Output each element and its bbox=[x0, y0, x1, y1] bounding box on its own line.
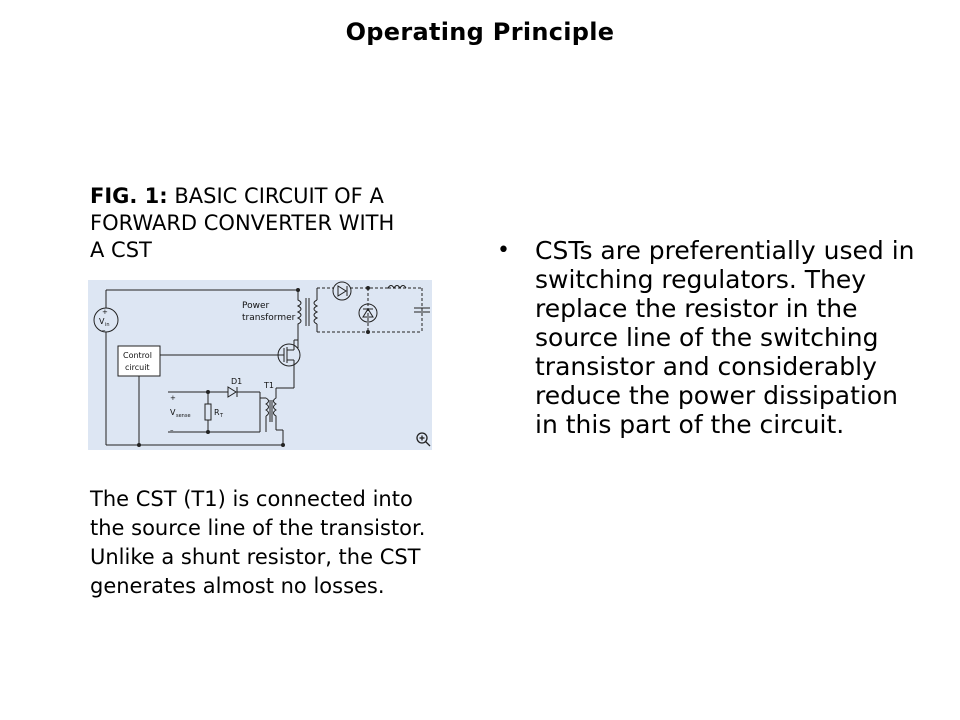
cst-t1 bbox=[273, 388, 277, 430]
resistor-rt bbox=[204, 403, 212, 421]
figure-description: The CST (T1) is connected into the sourc… bbox=[90, 487, 426, 598]
vin-plus: + bbox=[102, 308, 108, 316]
bullet-text: CSTs are preferentially used in switchin… bbox=[535, 236, 915, 439]
bullet-list: • CSTs are preferentially used in switch… bbox=[497, 236, 917, 439]
figure-caption: FIG. 1: BASIC CIRCUIT OF A FORWARD CONVE… bbox=[90, 183, 400, 264]
vsense-label: V bbox=[170, 408, 176, 417]
figure-caption-text: BASIC CIRCUIT OF A FORWARD CONVERTER WIT… bbox=[90, 184, 395, 262]
control-label-1: Control bbox=[123, 351, 152, 360]
figure-label: FIG. 1: bbox=[90, 184, 168, 208]
output-inductor bbox=[387, 285, 407, 289]
vsense-subscript: sense bbox=[176, 413, 191, 419]
t1-label: T1 bbox=[263, 381, 274, 390]
rt-subscript: T bbox=[219, 413, 224, 419]
diode-d1 bbox=[227, 386, 238, 398]
transformer-primary bbox=[296, 290, 302, 340]
vin-label: V bbox=[99, 317, 105, 326]
circuit-svg: + V in – Power transformer Control circu… bbox=[93, 281, 431, 447]
vin-subscript: in bbox=[105, 322, 110, 328]
power-label: Power bbox=[242, 301, 270, 311]
d1-label: D1 bbox=[231, 377, 242, 386]
vin-minus: – bbox=[102, 326, 106, 334]
bullet-dot: • bbox=[497, 238, 510, 263]
vsense-plus: + bbox=[170, 394, 176, 402]
slide-title: Operating Principle bbox=[345, 18, 615, 46]
output-diode bbox=[332, 281, 352, 301]
vsense-minus: – bbox=[170, 426, 174, 434]
junction-dots bbox=[137, 286, 370, 447]
zoom-in-icon[interactable] bbox=[416, 432, 431, 447]
control-label-2: circuit bbox=[125, 363, 150, 372]
transformer-label: transformer bbox=[242, 313, 296, 323]
freewheel-diode bbox=[358, 303, 378, 323]
control-circuit-box bbox=[117, 345, 161, 377]
bullet-item: • CSTs are preferentially used in switch… bbox=[497, 236, 917, 439]
transformer-secondary bbox=[313, 299, 319, 325]
rt-label: R bbox=[214, 408, 220, 417]
circuit-diagram: + V in – Power transformer Control circu… bbox=[88, 280, 432, 450]
